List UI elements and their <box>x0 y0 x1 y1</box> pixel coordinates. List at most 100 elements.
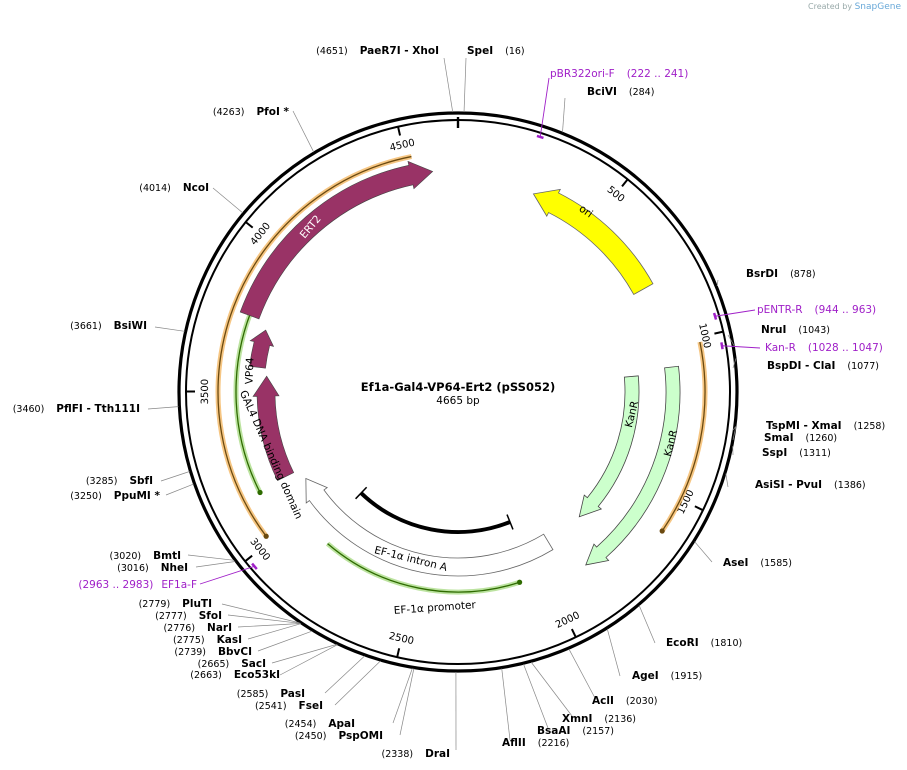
site-fsei: (2541)FseI <box>255 700 323 712</box>
tick-label-500: 500 <box>605 184 627 205</box>
site-pasi: (2585)PasI <box>237 688 305 700</box>
leader-2 <box>716 279 719 287</box>
site-bsrdi: BsrDI(878) <box>746 268 816 280</box>
site-pluti: (2779)PluTI <box>139 598 212 610</box>
primer-ef1a-f: (2963 .. 2983)EF1a-F <box>78 579 197 591</box>
site-nhei: (3016)NheI <box>117 562 188 574</box>
plasmid-title: Ef1a-Gal4-VP64-Ert2 (pSS052) <box>361 380 555 394</box>
site-sspi: SspI(1311) <box>762 447 831 459</box>
site-saci: (2665)SacI <box>198 658 266 670</box>
leader-31 <box>160 471 190 482</box>
leader-34 <box>212 187 243 214</box>
feature-label-ef1a-promoter: EF-1α promoter <box>393 599 476 617</box>
primer-leader-0 <box>539 77 550 137</box>
tick-4000 <box>245 221 254 229</box>
site-bspdi-clai: BspDI - ClaI(1077) <box>767 360 879 372</box>
leader-4 <box>732 358 737 369</box>
feature-gal4-dbd <box>252 375 295 481</box>
feature-kanr-inner <box>578 375 640 518</box>
tick-2500 <box>396 648 401 658</box>
tick-label-2500: 2500 <box>388 631 415 647</box>
tick-1500 <box>694 505 704 512</box>
tick-label-4500: 4500 <box>389 138 416 154</box>
orf-outer-right-arrowhead <box>659 528 665 534</box>
leader-14 <box>523 664 549 729</box>
snapgene-branding: Created by SnapGene <box>808 2 901 12</box>
orf-outer-right <box>661 341 706 532</box>
site-tspmi-xmai: TspMI - XmaI(1258) <box>766 420 885 432</box>
leader-1 <box>562 97 566 133</box>
primer-marker-3 <box>251 562 258 570</box>
leader-6 <box>732 427 737 441</box>
site-pfoi: (4263)PfoI * <box>213 106 290 118</box>
leader-5 <box>732 426 737 431</box>
leader-18 <box>392 668 413 724</box>
site-smai: SmaI(1260) <box>764 432 837 444</box>
leader-12 <box>568 648 596 699</box>
site-bsiwi: (3661)BsiWI <box>70 320 147 332</box>
snapgene-logo: SnapGene <box>854 2 901 12</box>
site-pspomi: (2450)PspOMI <box>295 730 383 742</box>
primer-pentr-r: pENTR-R(944 .. 963) <box>757 304 876 316</box>
site-nari: (2776)NarI <box>163 622 232 634</box>
site-asei: AseI(1585) <box>723 557 792 569</box>
site-eco53ki: (2663)Eco53kI <box>190 669 280 681</box>
leader-26 <box>227 614 301 624</box>
feature-ef1a-promoter <box>305 477 554 577</box>
feature-ori <box>532 188 654 295</box>
intron-endcap-1 <box>355 486 368 500</box>
plasmid-size: 4665 bp <box>436 395 480 407</box>
site-sbfi: (3285)SbfI <box>86 475 153 487</box>
features-layer <box>199 77 761 595</box>
tick-2000 <box>570 628 577 638</box>
leader-13 <box>530 662 573 717</box>
tick-500 <box>621 178 629 188</box>
leader-15 <box>501 668 511 741</box>
site-bbvci: (2739)BbvCI <box>174 646 252 658</box>
leader-0 <box>463 57 467 113</box>
orf-outer-left <box>217 155 412 537</box>
orf-inner-bottom <box>327 543 520 593</box>
leader-36 <box>443 57 454 113</box>
site-apai: (2454)ApaI <box>285 718 355 730</box>
leader-32 <box>147 406 179 410</box>
site-drai: (2338)DraI <box>382 748 450 760</box>
site-agei: AgeI(1915) <box>632 670 702 682</box>
leader-8 <box>725 473 729 488</box>
leader-11 <box>606 628 621 677</box>
tick-4500 <box>397 126 402 136</box>
site-asisi-pvui: AsiSI - PvuI(1386) <box>755 479 866 491</box>
site-kasi: (2775)KasI <box>173 634 242 646</box>
site-spei: SpeI(16) <box>467 45 525 57</box>
leader-25 <box>237 623 301 628</box>
orf-inner-left-arrowhead <box>257 489 263 496</box>
tick-3000 <box>244 554 253 563</box>
feature-ef1a-intron-a <box>359 491 511 534</box>
leader-35 <box>292 110 315 153</box>
primer-pbr322ori-f: pBR322ori-F(222 .. 241) <box>550 68 688 80</box>
site-bcivi: BciVI(284) <box>587 86 654 98</box>
leader-21 <box>279 644 338 676</box>
site-xmni: XmnI(2136) <box>562 713 636 725</box>
tick-label-3500: 3500 <box>200 379 211 404</box>
site-pflfi-tth111i: (3460)PflFI - Tth111I <box>13 403 140 415</box>
tick-label-3000: 3000 <box>247 536 271 563</box>
site-bmti: (3020)BmtI <box>110 550 181 562</box>
leader-33 <box>154 326 185 332</box>
created-by-text: Created by <box>808 2 853 11</box>
leader-28 <box>195 561 236 568</box>
orf-outer-left-arrowhead <box>263 533 269 539</box>
leader-24 <box>247 623 301 640</box>
primer-kan-r: Kan-R(1028 .. 1047) <box>765 342 883 354</box>
leader-30 <box>165 483 194 496</box>
backbone-outer-ring <box>177 111 739 673</box>
leader-10 <box>638 605 656 644</box>
feature-vp64 <box>249 329 275 369</box>
leader-20 <box>324 655 365 694</box>
feature-kanr-outer <box>585 365 681 566</box>
site-leader-lines <box>147 57 737 751</box>
primer-leader-3 <box>199 565 255 585</box>
tick-label-2000: 2000 <box>554 610 582 631</box>
site-bsaai: BsaAI(2157) <box>537 725 614 737</box>
